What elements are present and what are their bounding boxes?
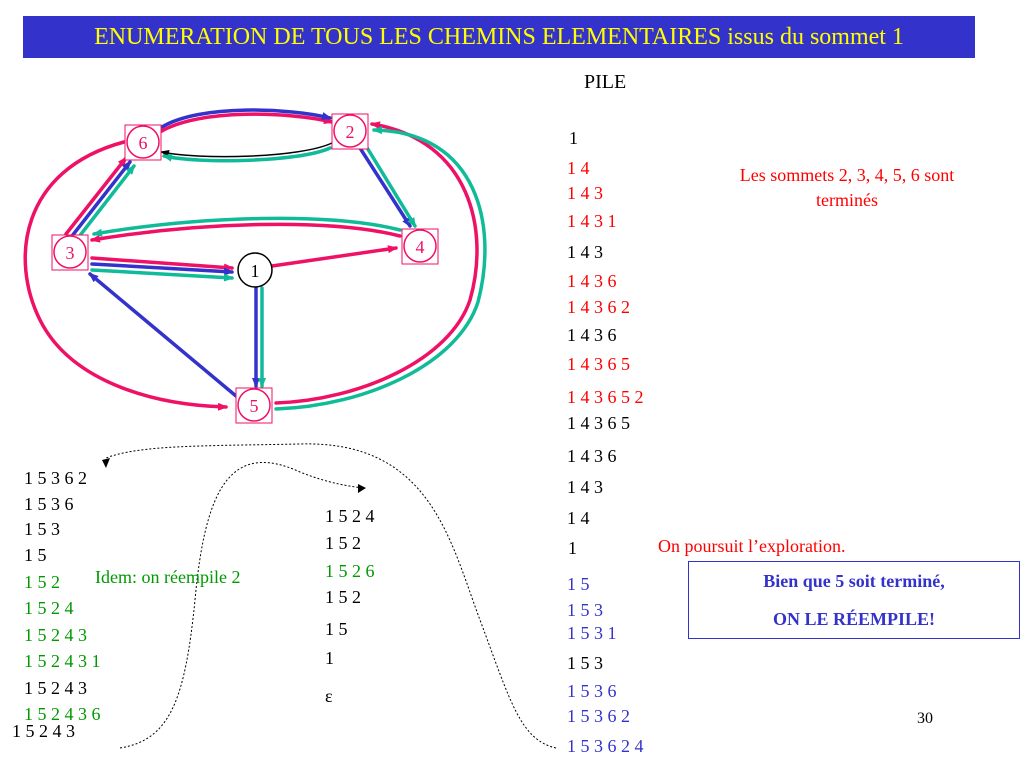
edge-2-4 <box>358 146 412 228</box>
node-6: 6 <box>124 124 162 161</box>
dotted-arrowhead-left <box>102 458 110 468</box>
edge-3-1 <box>90 256 234 272</box>
node-label-6: 6 <box>139 133 148 153</box>
pile-entry: 1 4 3 <box>567 477 603 497</box>
left-stack-entry: 1 5 2 4 3 <box>12 721 75 741</box>
edge-3-6 <box>64 156 128 236</box>
node-3: 3 <box>51 234 89 271</box>
node-5: 5 <box>235 387 273 424</box>
node-label-2: 2 <box>346 122 355 142</box>
pile-entry: 1 <box>569 128 578 148</box>
edge-6-2 <box>158 112 334 134</box>
edge-5-2 <box>274 121 479 405</box>
pile-entry: 1 5 3 <box>567 653 603 673</box>
callout-line-2: ON LE RÉEMPILE! <box>772 609 936 629</box>
edge-6-5 <box>23 140 228 411</box>
middle-stack-entry: ε <box>325 686 333 706</box>
middle-stack-entry: 1 5 <box>325 619 348 639</box>
middle-stack-entry: 1 5 2 <box>325 533 361 553</box>
dotted-connector-right <box>119 462 363 749</box>
left-stack-entry: 1 5 <box>24 545 47 565</box>
left-stack-entry: 1 5 3 6 2 <box>24 468 87 488</box>
middle-stack-entry: 1 5 2 4 <box>325 506 375 526</box>
callout-line-1: Bien que 5 soit terminé, <box>763 571 945 591</box>
pile-entry: 1 4 <box>567 158 590 178</box>
note-termines: Les sommets 2, 3, 4, 5, 6 sont terminés <box>739 165 955 210</box>
node-label-1: 1 <box>251 261 260 281</box>
node-2: 2 <box>331 113 369 150</box>
edge-3-1-t <box>90 268 234 282</box>
pile-entry: 1 4 3 6 <box>567 271 617 291</box>
dotted-arrowhead-right <box>358 484 366 493</box>
pile-entry: 1 4 3 6 <box>567 446 617 466</box>
pile-entry: 1 5 3 <box>567 600 603 620</box>
callout-box: Bien que 5 soit terminé, ON LE RÉEMPILE! <box>688 561 1020 639</box>
edge-1-4 <box>270 245 398 268</box>
left-stack-entry: 1 5 2 4 3 <box>24 625 87 645</box>
node-4: 4 <box>401 228 439 265</box>
pile-entry: 1 4 3 6 5 2 <box>567 387 644 407</box>
edge-5-2-t <box>274 126 487 411</box>
left-stack-entry: 1 5 2 4 <box>24 598 74 618</box>
left-stack-entry: 1 5 3 6 <box>24 494 74 514</box>
note-explore: On poursuit l’exploration. <box>658 536 846 556</box>
edge-2-4-t <box>364 144 417 228</box>
edge-5-3 <box>88 272 238 398</box>
page-title: ENUMERATION DE TOUS LES CHEMINS ELEMENTA… <box>94 23 904 50</box>
pile-entry: 1 4 <box>567 508 590 528</box>
edge-4-3-t <box>92 216 402 237</box>
pile-entry: 1 5 3 6 <box>567 681 617 701</box>
middle-stack-entry: 1 <box>325 648 334 668</box>
note-idem: Idem: on réempile 2 <box>95 567 241 587</box>
edge-6-2-b <box>160 108 332 129</box>
page-number: 30 <box>917 710 933 727</box>
pile-entry: 1 4 3 <box>567 242 603 262</box>
pile-entry: 1 <box>568 538 577 558</box>
pile-heading: PILE <box>584 71 627 93</box>
pile-entry: 1 4 3 1 <box>567 211 617 231</box>
title-bar: ENUMERATION DE TOUS LES CHEMINS ELEMENTA… <box>23 16 975 58</box>
left-stack-entry: 1 5 2 4 3 1 <box>24 651 101 671</box>
pile-entry: 1 5 <box>567 574 590 594</box>
node-label-5: 5 <box>250 396 259 416</box>
middle-stack-entry: 1 5 2 6 <box>325 561 375 581</box>
left-stack-entry: 1 5 2 4 3 <box>24 678 87 698</box>
node-label-4: 4 <box>416 237 425 257</box>
pile-entry: 1 5 3 6 2 4 <box>567 736 644 756</box>
node-1: 1 <box>237 252 273 288</box>
edge-2-6 <box>160 142 333 158</box>
pile-entry: 1 4 3 6 <box>567 325 617 345</box>
pile-entry: 1 4 3 6 5 <box>567 413 630 433</box>
edge-3-6-b <box>70 160 132 238</box>
edge-4-3 <box>90 222 402 243</box>
left-stack-entry: 1 5 2 4 3 6 <box>24 704 101 724</box>
edge-3-1-b <box>90 262 234 276</box>
pile-entry: 1 5 3 6 2 <box>567 706 630 726</box>
pile-entry: 1 4 3 <box>567 183 603 203</box>
middle-stack-entry: 1 5 2 <box>325 587 361 607</box>
pile-entry: 1 4 3 6 2 <box>567 297 630 317</box>
edge-2-6-t <box>162 146 332 163</box>
left-stack-entry: 1 5 3 <box>24 519 60 539</box>
node-label-3: 3 <box>66 243 75 263</box>
edge-3-6-t <box>76 164 136 240</box>
left-stack-entry: 1 5 2 <box>24 572 60 592</box>
pile-entry: 1 4 3 6 5 <box>567 354 630 374</box>
pile-entry: 1 5 3 1 <box>567 623 617 643</box>
